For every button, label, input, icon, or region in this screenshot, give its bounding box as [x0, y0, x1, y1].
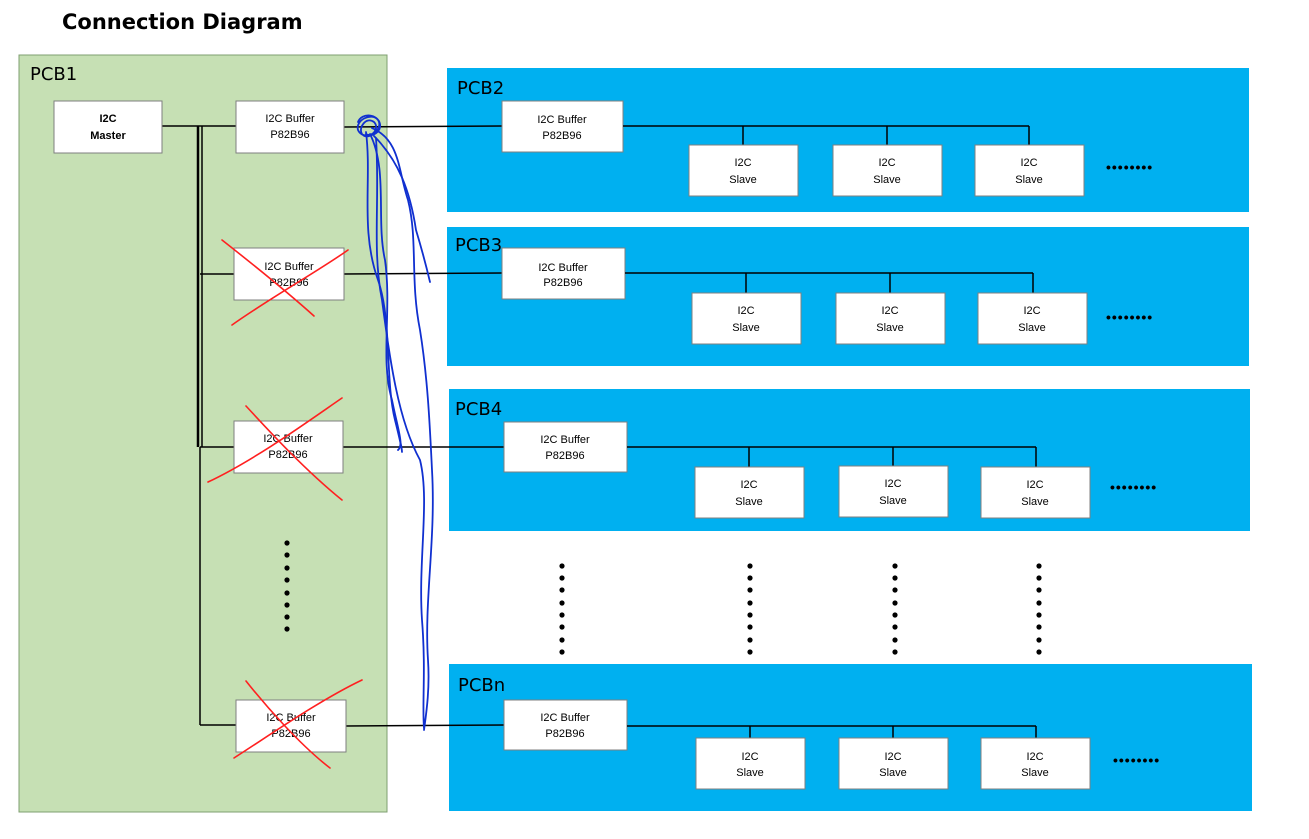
- buffer-line2: P82B96: [542, 130, 581, 142]
- pcbn-ellipsis: ••••••••: [1113, 752, 1160, 768]
- slave-line1: I2C: [1020, 157, 1037, 169]
- buffer-line2: P82B96: [545, 728, 584, 740]
- blue-scribble-annotation: [356, 114, 434, 731]
- slave-line1: I2C: [737, 305, 754, 317]
- slave-line1: I2C: [741, 751, 758, 763]
- pcb1-label: PCB1: [30, 64, 77, 85]
- pcb4-ellipsis: ••••••••: [1110, 479, 1157, 495]
- pcbn-slave-3: I2C Slave: [980, 737, 1091, 790]
- pcb1-vertical-ellipsis: [284, 540, 290, 632]
- pcb2-ellipsis: ••••••••: [1106, 159, 1153, 175]
- slave-line2: Slave: [1018, 322, 1046, 334]
- master-line1: I2C: [99, 113, 116, 125]
- pcbn-slave-1: I2C Slave: [695, 737, 806, 790]
- slave-line1: I2C: [734, 157, 751, 169]
- pcb3-slave-2: I2C Slave: [835, 292, 946, 345]
- pcb1-buffer-n: I2C Buffer P82B96: [235, 699, 347, 753]
- slave-line2: Slave: [879, 767, 907, 779]
- vertical-ellipsis-col-1: [559, 563, 565, 655]
- buffer-line2: P82B96: [543, 277, 582, 289]
- pcb1-buffer-2: I2C Buffer P82B96: [233, 247, 345, 301]
- pcb4-bus-wire: [627, 446, 1037, 467]
- buffer-line1: I2C Buffer: [538, 262, 588, 274]
- slave-line1: I2C: [1026, 751, 1043, 763]
- slave-line2: Slave: [879, 495, 907, 507]
- i2c-master-box: I2C Master: [53, 100, 163, 154]
- link-wire-pcb2: [343, 125, 503, 128]
- buffer-line2: P82B96: [268, 449, 307, 461]
- buffer-line1: I2C Buffer: [263, 433, 313, 445]
- master-line2: Master: [90, 130, 126, 142]
- slave-line2: Slave: [876, 322, 904, 334]
- pcb4-label: PCB4: [455, 399, 502, 420]
- buffer-line1: I2C Buffer: [537, 114, 587, 126]
- buffer-line2: P82B96: [271, 728, 310, 740]
- slave-line2: Slave: [1015, 174, 1043, 186]
- slave-line2: Slave: [735, 496, 763, 508]
- buffer-line1: I2C Buffer: [540, 712, 590, 724]
- pcb4-slave-2: I2C Slave: [838, 465, 949, 518]
- pcb2-slave-1: I2C Slave: [688, 144, 799, 197]
- slave-line2: Slave: [1021, 496, 1049, 508]
- pcb2-slave-2: I2C Slave: [832, 144, 943, 197]
- pcb3-buffer: I2C Buffer P82B96: [501, 247, 626, 300]
- slave-line1: I2C: [1026, 479, 1043, 491]
- vertical-ellipsis-col-4: [1036, 563, 1042, 655]
- buffer-line1: I2C Buffer: [265, 113, 315, 125]
- pcb2-slave-3: I2C Slave: [974, 144, 1085, 197]
- pcb3-ellipsis: ••••••••: [1106, 309, 1153, 325]
- buffer-line2: P82B96: [545, 450, 584, 462]
- pcbn-bus-wire: [627, 725, 1037, 738]
- pcb2-buffer: I2C Buffer P82B96: [501, 100, 624, 153]
- pcb3-slave-3: I2C Slave: [977, 292, 1088, 345]
- pcb1-buffer-1: I2C Buffer P82B96: [235, 100, 345, 154]
- pcbn-slave-2: I2C Slave: [838, 737, 949, 790]
- pcb4-buffer: I2C Buffer P82B96: [503, 421, 628, 473]
- slave-line1: I2C: [1023, 305, 1040, 317]
- pcb4-slave-1: I2C Slave: [694, 466, 805, 519]
- between-boards-vertical-ellipsis: [559, 563, 1042, 655]
- pcb4-slave-3: I2C Slave: [980, 466, 1091, 519]
- buffer-line1: I2C Buffer: [266, 712, 316, 724]
- red-cross-mark-2: [221, 239, 349, 326]
- slave-line2: Slave: [873, 174, 901, 186]
- slave-line2: Slave: [736, 767, 764, 779]
- pcbn-buffer: I2C Buffer P82B96: [503, 699, 628, 751]
- pcb2-bus-wire: [623, 125, 1030, 145]
- pcb3-bus-wire: [625, 272, 1034, 293]
- pcb3-slave-1: I2C Slave: [691, 292, 802, 345]
- slave-line1: I2C: [878, 157, 895, 169]
- slave-line1: I2C: [884, 751, 901, 763]
- slave-line1: I2C: [884, 478, 901, 490]
- pcbn-label: PCBn: [458, 675, 505, 696]
- slave-line2: Slave: [732, 322, 760, 334]
- vertical-ellipsis-col-3: [892, 563, 898, 655]
- diagram-title: Connection Diagram: [62, 10, 303, 34]
- red-cross-mark-n: [233, 679, 363, 769]
- pcb1-buffer-3: I2C Buffer P82B96: [233, 420, 344, 474]
- slave-line2: Slave: [1021, 767, 1049, 779]
- red-cross-mark-3: [207, 397, 343, 501]
- buffer-line1: I2C Buffer: [264, 261, 314, 273]
- vertical-ellipsis-col-2: [747, 563, 753, 655]
- slave-line1: I2C: [740, 479, 757, 491]
- slave-line1: I2C: [881, 305, 898, 317]
- buffer-line1: I2C Buffer: [540, 434, 590, 446]
- pcb2-label: PCB2: [457, 78, 504, 99]
- slave-line2: Slave: [729, 174, 757, 186]
- pcb3-label: PCB3: [455, 235, 502, 256]
- buffer-line2: P82B96: [270, 129, 309, 141]
- link-wire-pcb3: [343, 272, 503, 275]
